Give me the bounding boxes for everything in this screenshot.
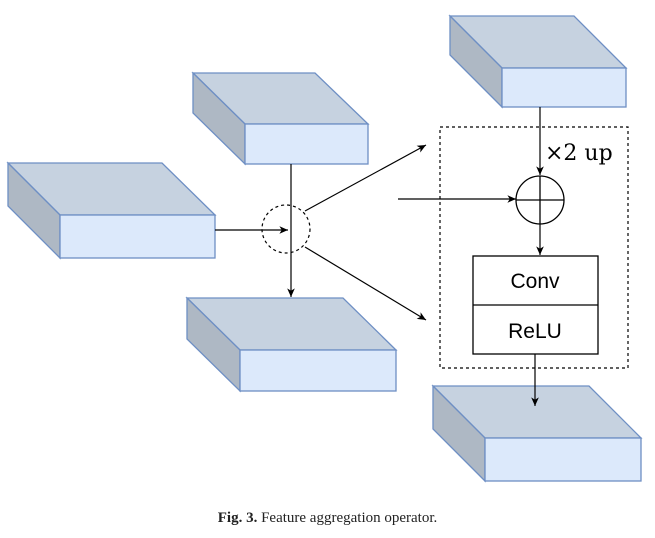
operator-dashed-box — [439, 126, 629, 369]
feature-aggregation-diagram: ×2 up Conv ReLU — [6, 14, 643, 483]
conv-label: Conv — [510, 270, 560, 293]
figure-caption: Fig. 3. Feature aggregation operator. — [0, 510, 655, 527]
relu-label: ReLU — [508, 320, 562, 343]
caption-text: Feature aggregation operator. — [261, 510, 438, 526]
feature-map-left — [6, 161, 217, 260]
upsample-label: ×2 up — [545, 141, 613, 166]
feature-map-top — [191, 71, 370, 166]
arrow-circle-to-lower-right — [304, 246, 427, 321]
arrow-circle-to-upper-right — [304, 144, 427, 212]
feature-map-bottom — [185, 296, 398, 393]
elementwise-sum-icon — [515, 175, 565, 225]
feature-map-output — [431, 384, 643, 483]
conv-relu-block: Conv ReLU — [472, 255, 599, 355]
selection-circle — [261, 204, 311, 254]
feature-map-upper-coarse — [448, 14, 628, 109]
caption-label: Fig. 3. — [217, 510, 258, 526]
